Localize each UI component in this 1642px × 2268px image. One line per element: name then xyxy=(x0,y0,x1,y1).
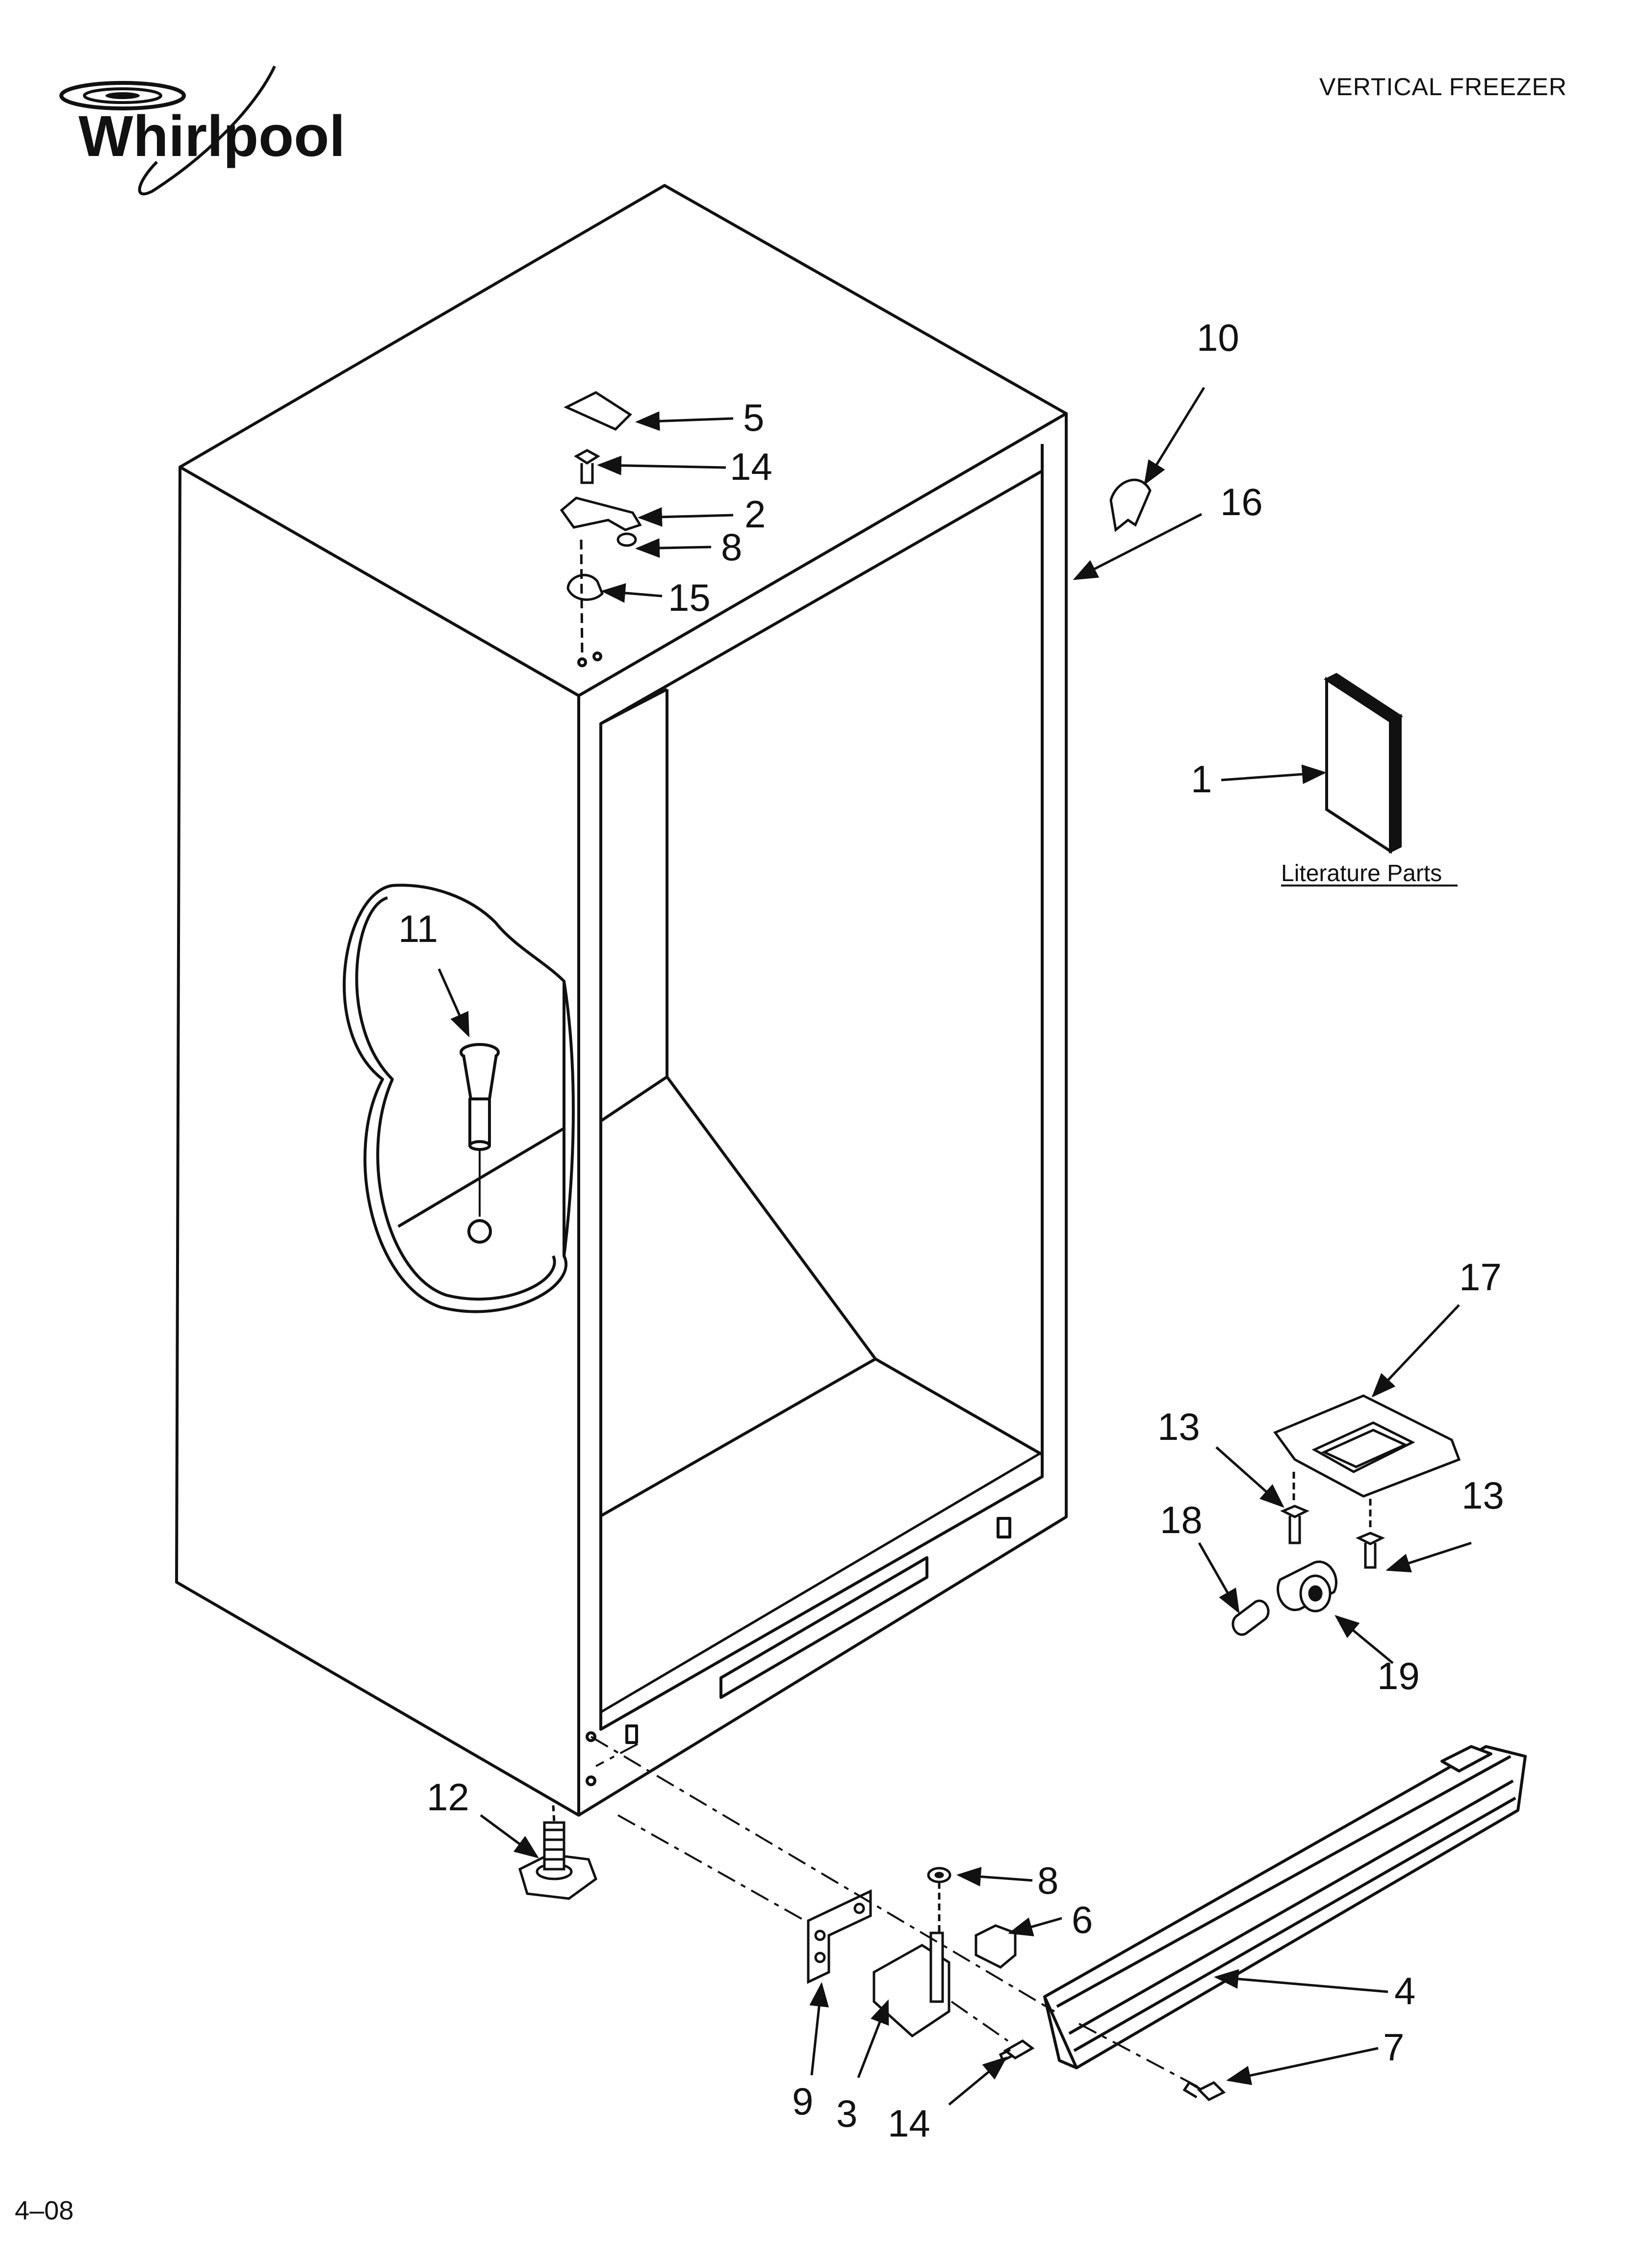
assembly-lines xyxy=(590,1736,1200,2088)
date-code: 4–08 xyxy=(15,2196,74,2225)
leveling-leg xyxy=(518,1805,598,1900)
toe-grille xyxy=(1043,1745,1527,2069)
literature-label: Literature Parts xyxy=(1281,860,1442,886)
callout-3: 3 xyxy=(836,2092,857,2135)
callout-labels: 5 14 2 8 15 10 16 1 11 17 13 13 18 19 12… xyxy=(398,316,1504,2145)
top-hinge xyxy=(560,496,642,531)
callout-7: 7 xyxy=(1383,2026,1404,2069)
screw-7 xyxy=(1182,2081,1226,2102)
bottom-hinge-assembly xyxy=(1273,1394,1461,1498)
callout-14-bottom: 14 xyxy=(888,2102,930,2145)
callout-4: 4 xyxy=(1394,1969,1415,2012)
callout-19: 19 xyxy=(1377,1654,1420,1697)
hinge-cover xyxy=(564,391,632,431)
callout-17: 17 xyxy=(1459,1255,1502,1299)
callout-11: 11 xyxy=(398,907,438,950)
callout-6: 6 xyxy=(1072,1898,1093,1941)
callout-18: 18 xyxy=(1160,1498,1203,1541)
top-hinge-parts xyxy=(560,391,642,658)
pin-18 xyxy=(1232,1599,1270,1636)
leader-arrows xyxy=(437,387,1472,2106)
callout-10: 10 xyxy=(1197,316,1239,359)
bottom-hinge xyxy=(872,1931,950,2038)
hinge-clip xyxy=(975,1924,1017,1969)
screw-13a xyxy=(1280,1472,1310,1544)
callout-2: 2 xyxy=(744,493,766,536)
callout-1: 1 xyxy=(1191,757,1212,801)
callout-5: 5 xyxy=(743,396,764,439)
screw-14b xyxy=(999,2039,1035,2062)
callout-13-right: 13 xyxy=(1462,1474,1504,1517)
roller-19 xyxy=(1277,1560,1337,1613)
bottom-bracket xyxy=(807,1889,872,1984)
cabinet xyxy=(175,184,1068,1817)
screw-13b xyxy=(1355,1499,1385,1569)
whirlpool-logo: Whirlpool xyxy=(59,65,345,196)
page-title: VERTICAL FREEZER xyxy=(1319,73,1567,101)
logo-wordmark: Whirlpool xyxy=(78,104,345,169)
callout-9: 9 xyxy=(792,2080,813,2123)
callout-14-top: 14 xyxy=(730,445,772,488)
callout-12: 12 xyxy=(427,1775,469,1819)
hinge-shim xyxy=(566,574,604,601)
callout-8-bottom: 8 xyxy=(1037,1859,1058,1902)
trim-cap xyxy=(1109,478,1152,532)
callout-13-left: 13 xyxy=(1157,1405,1200,1448)
callout-16: 16 xyxy=(1220,480,1263,523)
callout-8-top: 8 xyxy=(721,525,742,569)
callout-15: 15 xyxy=(668,576,711,619)
literature-parts xyxy=(1323,673,1404,854)
washer xyxy=(927,1867,951,1933)
